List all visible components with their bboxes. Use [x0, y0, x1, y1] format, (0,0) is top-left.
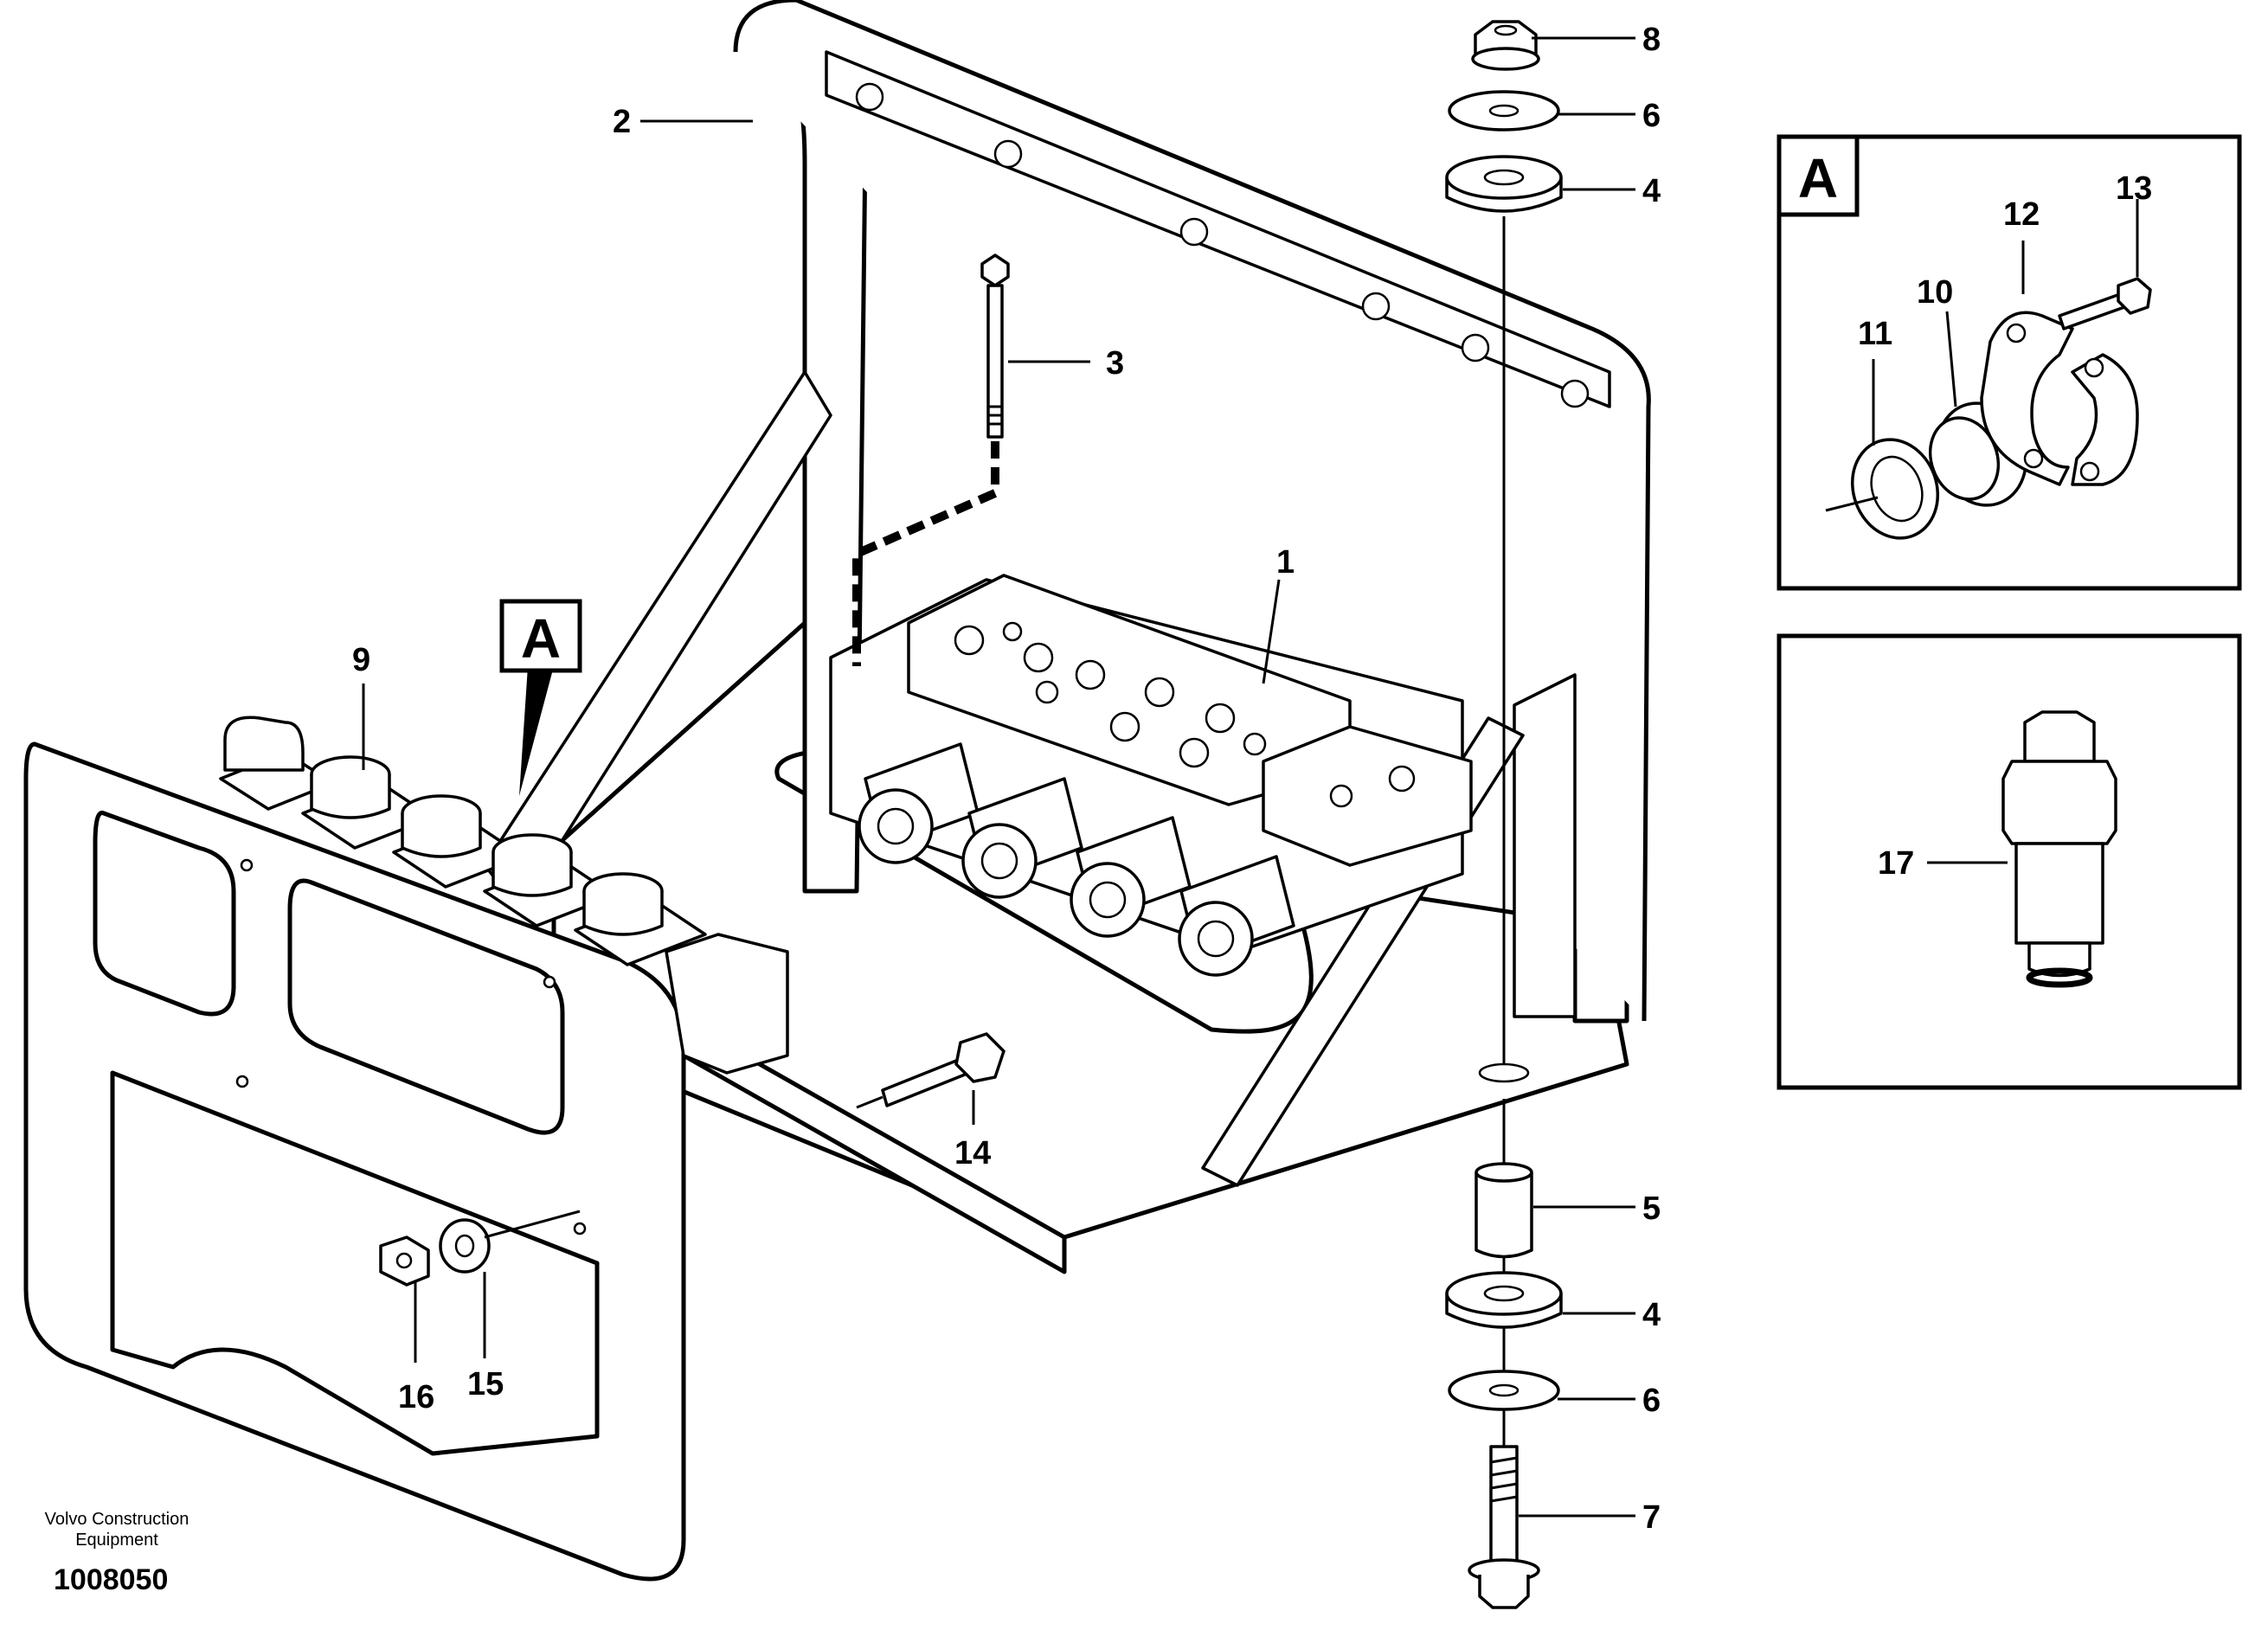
callout-17: 17 [1878, 845, 1914, 882]
company-name-line1: Volvo Construction [45, 1510, 190, 1529]
company-name-line2: Equipment [75, 1531, 158, 1550]
relief-valve-cap [392, 794, 525, 889]
leader-lines [362, 36, 2139, 1518]
callout-10: 10 [1917, 274, 1953, 311]
callout-4-top: 4 [1642, 173, 1661, 209]
callout-9: 9 [352, 642, 370, 678]
bolt-13 [2058, 277, 2152, 331]
control-valve-block [829, 574, 1473, 977]
seal-ring-11 [1825, 438, 1940, 540]
detail-a-panel: A [1776, 134, 2242, 591]
relief-valve-caps [219, 716, 789, 1075]
callout-15: 15 [467, 1366, 504, 1402]
detail-a-title: A [1798, 147, 1838, 209]
solenoid-coil [1070, 816, 1192, 938]
rubber-mount-4-bottom [1445, 1271, 1563, 1329]
callout-5: 5 [1642, 1191, 1661, 1227]
flange-bolt-7 [1468, 1445, 1540, 1609]
solenoid-coil [1178, 855, 1295, 977]
spacer-sleeve-5 [1475, 1162, 1533, 1259]
callout-11: 11 [1858, 316, 1892, 352]
callout-14: 14 [954, 1135, 991, 1171]
drawing-number: 1008050 [54, 1563, 168, 1596]
callout-6-bottom: 6 [1642, 1383, 1661, 1419]
callout-3: 3 [1106, 345, 1124, 382]
detail-a-reference-tag: A [499, 599, 582, 673]
flange-nut-8 [1471, 20, 1540, 71]
callout-12: 12 [2003, 196, 2040, 233]
solenoid-coil [961, 777, 1083, 899]
callout-1: 1 [1276, 544, 1295, 581]
callout-labels: 1 2 3 4 4 5 6 6 7 8 9 10 11 12 13 14 15 … [352, 22, 2152, 1536]
solenoid-coil [858, 742, 980, 864]
callout-7: 7 [1642, 1499, 1661, 1536]
bolt-14 [856, 1032, 1006, 1109]
split-flange-12 [1980, 311, 2139, 486]
relief-valve-cap [574, 872, 707, 966]
rubber-mount-4-top [1445, 155, 1563, 213]
callout-4-bottom: 4 [1642, 1297, 1661, 1333]
detail-a-reference-letter: A [521, 607, 561, 670]
callout-13: 13 [2116, 170, 2152, 207]
footer: Volvo Construction Equipment 1008050 [45, 1510, 190, 1596]
bolt-3 [852, 254, 1010, 666]
front-mounting-plate [23, 741, 1067, 1582]
washer-6-bottom [1448, 1370, 1560, 1411]
mounting-stack [1445, 20, 1563, 1609]
callout-8: 8 [1642, 22, 1661, 58]
washer-15 [439, 1210, 581, 1274]
callout-6-top: 6 [1642, 98, 1661, 134]
relief-valve-cap [483, 833, 616, 927]
nut-16 [379, 1235, 430, 1287]
pressure-check-valve-17 [2001, 710, 2117, 988]
detail-17-panel [1776, 633, 2242, 1090]
callout-2: 2 [613, 104, 631, 140]
callout-16: 16 [398, 1379, 434, 1415]
washer-6-top [1448, 90, 1560, 132]
